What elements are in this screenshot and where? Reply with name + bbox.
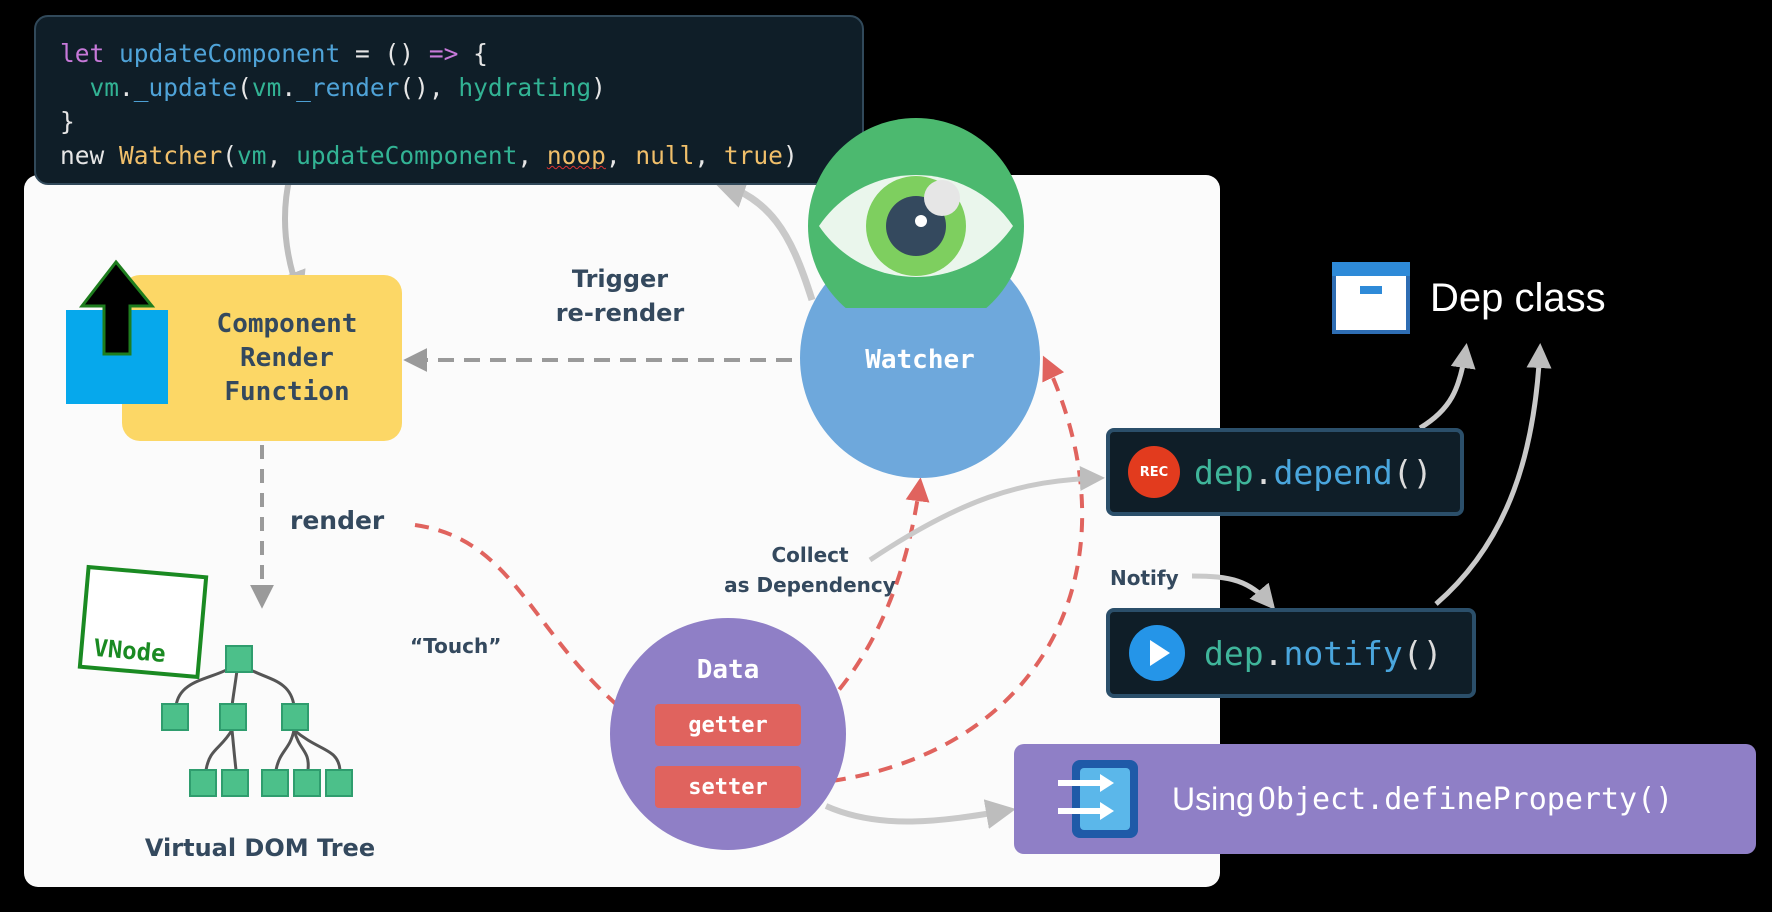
code-null: null xyxy=(635,141,695,170)
code-comma: , xyxy=(517,141,547,170)
code-update: _update xyxy=(133,73,238,102)
depend-parens: () xyxy=(1392,452,1433,492)
code-vm: vm xyxy=(237,141,267,170)
setter-pill: setter xyxy=(655,766,801,808)
code-dot: . xyxy=(281,73,297,102)
component-render-function: Component Render Function xyxy=(122,275,402,441)
code-assign: = () xyxy=(340,39,429,68)
using-code: Object.defineProperty() xyxy=(1257,781,1674,817)
code-render: _render xyxy=(296,73,400,102)
using-prefix: Using xyxy=(1172,780,1254,817)
code-noop: noop xyxy=(546,141,606,170)
component-render-label: Component Render Function xyxy=(216,309,358,407)
code-comma: , xyxy=(266,141,297,170)
enter-icon xyxy=(1058,760,1138,838)
code-paren: ( xyxy=(222,141,238,170)
notify-dot: . xyxy=(1263,633,1284,673)
collect-label: Collect as Dependency xyxy=(720,540,900,600)
code-new: new xyxy=(60,141,120,170)
getter-pill: getter xyxy=(655,704,801,746)
notify-parens: () xyxy=(1402,633,1443,673)
code-paren: (), xyxy=(399,73,459,102)
arrow-notify-to-box xyxy=(1191,573,1276,610)
code-arrow: => xyxy=(428,39,459,68)
render-label: render xyxy=(290,506,385,535)
tree-node xyxy=(281,703,309,731)
arrow-touch xyxy=(414,523,644,727)
tree-node xyxy=(161,703,189,731)
code-brace: { xyxy=(458,39,488,68)
code-vm: vm xyxy=(251,73,282,102)
rec-icon: REC xyxy=(1128,446,1180,498)
define-property-box: Using Object.defineProperty() xyxy=(1014,744,1756,854)
box-icon xyxy=(1332,262,1410,334)
arrow-collect-to-depend xyxy=(868,466,1105,563)
tree-node-root xyxy=(225,645,253,673)
trigger-rerender-label: Trigger re-render xyxy=(540,262,700,330)
tree-node xyxy=(261,769,289,797)
watcher-label: Watcher xyxy=(865,345,975,375)
arrow-depend-to-class xyxy=(1418,343,1476,431)
dep-notify-box: dep.notify() xyxy=(1106,608,1476,698)
collect-text: Collect xyxy=(771,543,849,567)
code-comma: , xyxy=(694,141,724,170)
tree-node xyxy=(219,703,247,731)
code-paren: ) xyxy=(782,141,798,170)
tree-node xyxy=(221,769,249,797)
data-label: Data xyxy=(696,655,760,685)
code-hydrating: hydrating xyxy=(458,73,592,102)
depend-method: depend xyxy=(1273,452,1393,492)
vdom-label: Virtual DOM Tree xyxy=(144,834,376,862)
code-comma: , xyxy=(605,141,636,170)
notify-method: notify xyxy=(1283,633,1403,673)
touch-label: “Touch” xyxy=(410,634,502,658)
dep-depend-box: REC dep.depend() xyxy=(1106,428,1464,516)
eye-icon xyxy=(808,118,1024,308)
trigger-text: Trigger xyxy=(571,265,669,293)
notify-obj: dep xyxy=(1204,633,1264,673)
as-dependency-text: as Dependency xyxy=(724,573,896,597)
code-updatecomponent-arg: updateComponent xyxy=(296,141,518,170)
code-vm: vm xyxy=(89,73,120,102)
rerender-text: re-render xyxy=(555,299,685,327)
code-paren: ( xyxy=(237,73,252,102)
code-close-brace: } xyxy=(60,107,75,136)
code-updatecomponent: updateComponent xyxy=(119,39,341,68)
tree-node xyxy=(189,769,217,797)
depend-dot: . xyxy=(1253,452,1274,492)
code-watcher-class: Watcher xyxy=(119,141,223,170)
play-icon xyxy=(1129,625,1185,681)
arrow-notify-to-class xyxy=(1434,343,1552,606)
code-true: true xyxy=(723,141,783,170)
arrow-watcher-to-code xyxy=(711,174,816,302)
code-let: let xyxy=(60,39,105,68)
dep-class-title: Dep class xyxy=(1430,276,1606,320)
notify-label: Notify xyxy=(1110,566,1179,590)
tree-node xyxy=(293,769,321,797)
upload-icon xyxy=(66,259,168,404)
code-snippet: let updateComponent = () => { vm._update… xyxy=(34,15,864,185)
arrow-setter-to-using xyxy=(824,799,1016,829)
vdom-tree xyxy=(161,645,353,797)
arrow-notify-watcher xyxy=(807,355,1085,786)
depend-obj: dep xyxy=(1194,452,1254,492)
tree-node xyxy=(325,769,353,797)
code-paren: ) xyxy=(591,73,606,102)
code-dot: . xyxy=(119,73,134,102)
